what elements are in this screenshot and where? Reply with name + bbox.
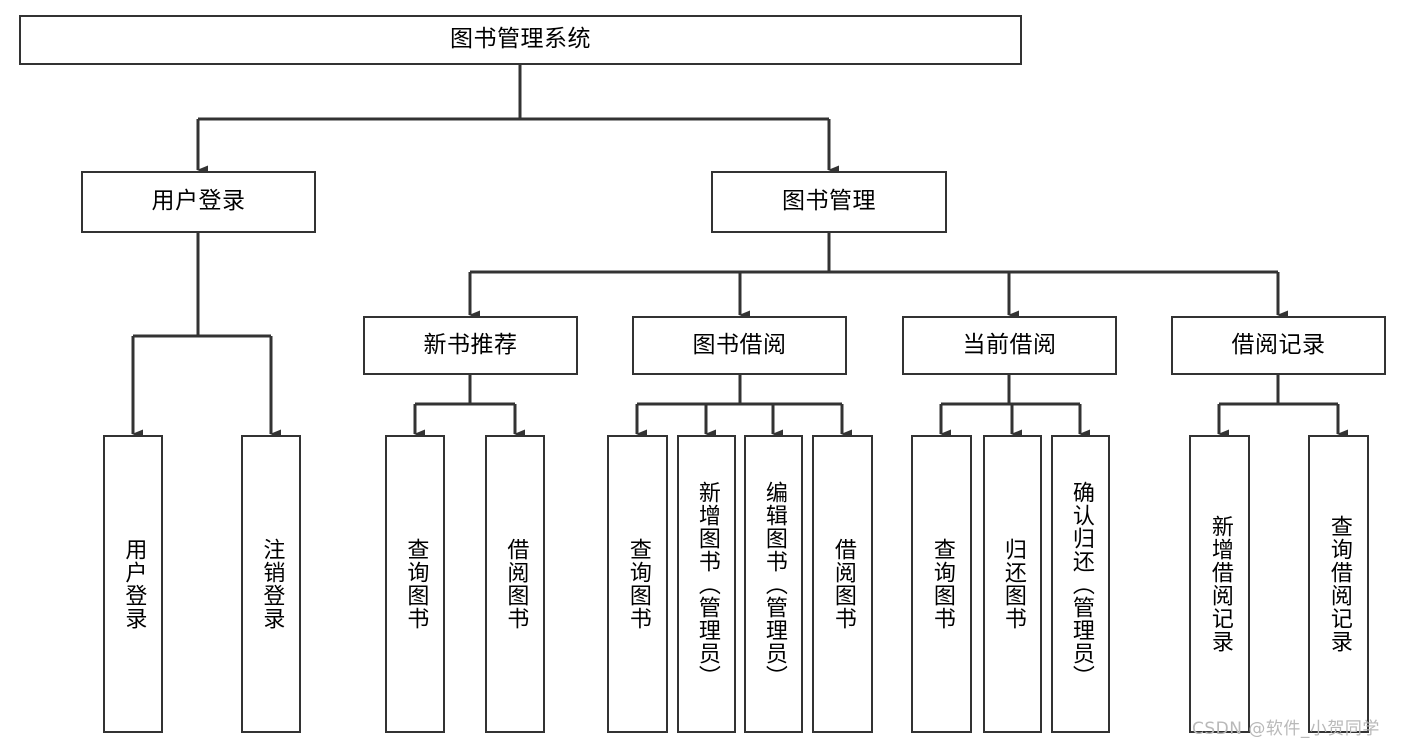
node-label: 新增图书（管理员） — [694, 480, 720, 688]
node-label: 查询图书 — [929, 538, 955, 630]
csdn-watermark: CSDN @软件_小贺同学 — [1192, 719, 1380, 739]
node-leaf-current-3[interactable]: 确认归还（管理员） — [1051, 435, 1110, 733]
node-label: 确认归还（管理员） — [1068, 480, 1094, 688]
node-label: 借阅记录 — [1231, 331, 1326, 358]
node-label: 注销登录 — [259, 538, 285, 630]
node-label: 图书借阅 — [692, 331, 787, 358]
node-leaf-borrow-3[interactable]: 编辑图书（管理员） — [744, 435, 803, 733]
node-bookmgmt[interactable]: 图书管理 — [711, 171, 947, 233]
node-borrow[interactable]: 图书借阅 — [632, 316, 847, 375]
node-label: 借阅图书 — [503, 538, 529, 630]
node-label: 查询图书 — [403, 538, 429, 630]
node-leaf-borrow-1[interactable]: 查询图书 — [607, 435, 668, 733]
node-leaf-newrec-1[interactable]: 查询图书 — [385, 435, 445, 733]
node-current[interactable]: 当前借阅 — [902, 316, 1117, 375]
node-label: 归还图书 — [1000, 538, 1026, 630]
node-label: 图书管理系统 — [450, 26, 591, 53]
node-leaf-records-2[interactable]: 查询借阅记录 — [1308, 435, 1369, 733]
node-leaf-login-1[interactable]: 用户登录 — [103, 435, 163, 733]
node-leaf-newrec-2[interactable]: 借阅图书 — [485, 435, 545, 733]
node-leaf-records-1[interactable]: 新增借阅记录 — [1189, 435, 1250, 733]
node-login[interactable]: 用户登录 — [81, 171, 316, 233]
node-label: 新增借阅记录 — [1207, 515, 1233, 653]
node-label: 借阅图书 — [830, 538, 856, 630]
node-label: 用户登录 — [121, 538, 147, 630]
edge-paths — [131, 65, 1348, 439]
node-leaf-current-1[interactable]: 查询图书 — [911, 435, 972, 733]
node-label: 查询借阅记录 — [1326, 515, 1352, 653]
node-label: 图书管理 — [782, 188, 876, 215]
node-leaf-login-2[interactable]: 注销登录 — [241, 435, 301, 733]
node-label: 编辑图书（管理员） — [761, 480, 787, 688]
node-newrec[interactable]: 新书推荐 — [363, 316, 578, 375]
node-records[interactable]: 借阅记录 — [1171, 316, 1386, 375]
node-label: 查询图书 — [625, 538, 651, 630]
node-label: 新书推荐 — [423, 331, 518, 358]
node-leaf-current-2[interactable]: 归还图书 — [983, 435, 1042, 733]
node-leaf-borrow-2[interactable]: 新增图书（管理员） — [677, 435, 736, 733]
node-leaf-borrow-4[interactable]: 借阅图书 — [812, 435, 873, 733]
node-label: 当前借阅 — [962, 331, 1057, 358]
node-root[interactable]: 图书管理系统 — [19, 15, 1022, 65]
node-label: 用户登录 — [151, 188, 246, 215]
